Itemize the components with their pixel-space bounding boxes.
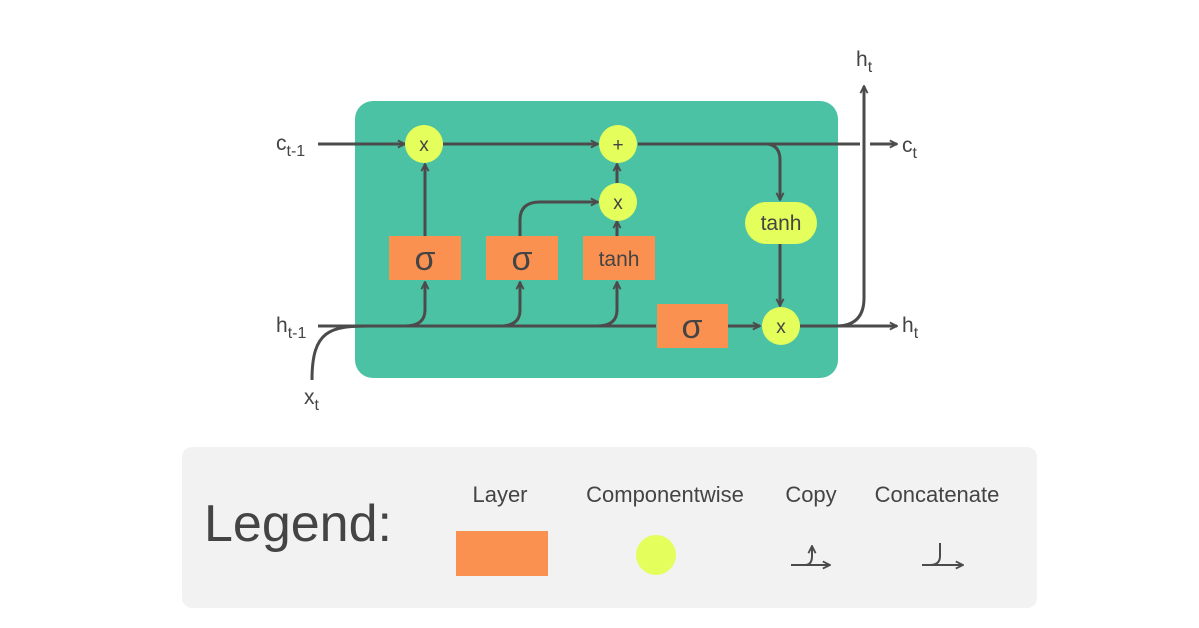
connections <box>310 86 897 381</box>
forget-mult-node <box>405 125 443 163</box>
input-gate-label: σ <box>512 240 533 278</box>
forget-branch <box>404 282 425 328</box>
input-branch <box>499 282 520 328</box>
output-mult-node <box>762 307 800 345</box>
input-to-mult-arrow <box>518 202 598 236</box>
output-gate-label: σ <box>682 308 703 346</box>
candidate-layer <box>583 236 655 280</box>
legend-concatenate-label: Concatenate <box>875 482 1000 507</box>
copy-icon <box>791 546 830 565</box>
input-mult-label: x <box>613 193 623 214</box>
tanh-pointwise-node <box>745 202 817 244</box>
forget-gate-layer <box>389 236 461 280</box>
add-label: + <box>612 135 623 156</box>
hidden-up-arrow <box>835 86 864 328</box>
c-in-label: ct-1 <box>276 132 305 160</box>
concatenate-icon <box>922 543 963 565</box>
x-in-label: xt <box>304 386 320 414</box>
legend-title: Legend: <box>204 495 392 553</box>
legend-componentwise-swatch <box>636 535 676 575</box>
add-node <box>599 125 637 163</box>
c-out-label: ct <box>902 134 918 162</box>
candidate-branch <box>596 282 617 328</box>
legend-layer-swatch <box>456 531 548 576</box>
xt-input-curve <box>310 324 371 381</box>
cell-to-tanh-arrow <box>767 142 780 200</box>
candidate-label: tanh <box>599 248 640 271</box>
legend-layer-label: Layer <box>472 482 527 507</box>
tanh-pointwise-label: tanh <box>761 212 802 235</box>
input-gate-layer <box>486 236 558 280</box>
forget-gate-label: σ <box>415 240 436 278</box>
legend-componentwise-label: Componentwise <box>586 482 744 507</box>
forget-mult-label: x <box>419 135 429 156</box>
input-mult-node <box>599 183 637 221</box>
legend: Legend: Layer Componentwise Copy Concate… <box>182 447 1037 608</box>
h-out-right-label: ht <box>902 314 919 342</box>
h-in-label: ht-1 <box>276 314 306 342</box>
legend-copy-label: Copy <box>785 482 836 507</box>
output-mult-label: x <box>776 317 786 338</box>
h-out-top-label: ht <box>856 48 873 76</box>
output-gate-layer <box>657 304 728 348</box>
